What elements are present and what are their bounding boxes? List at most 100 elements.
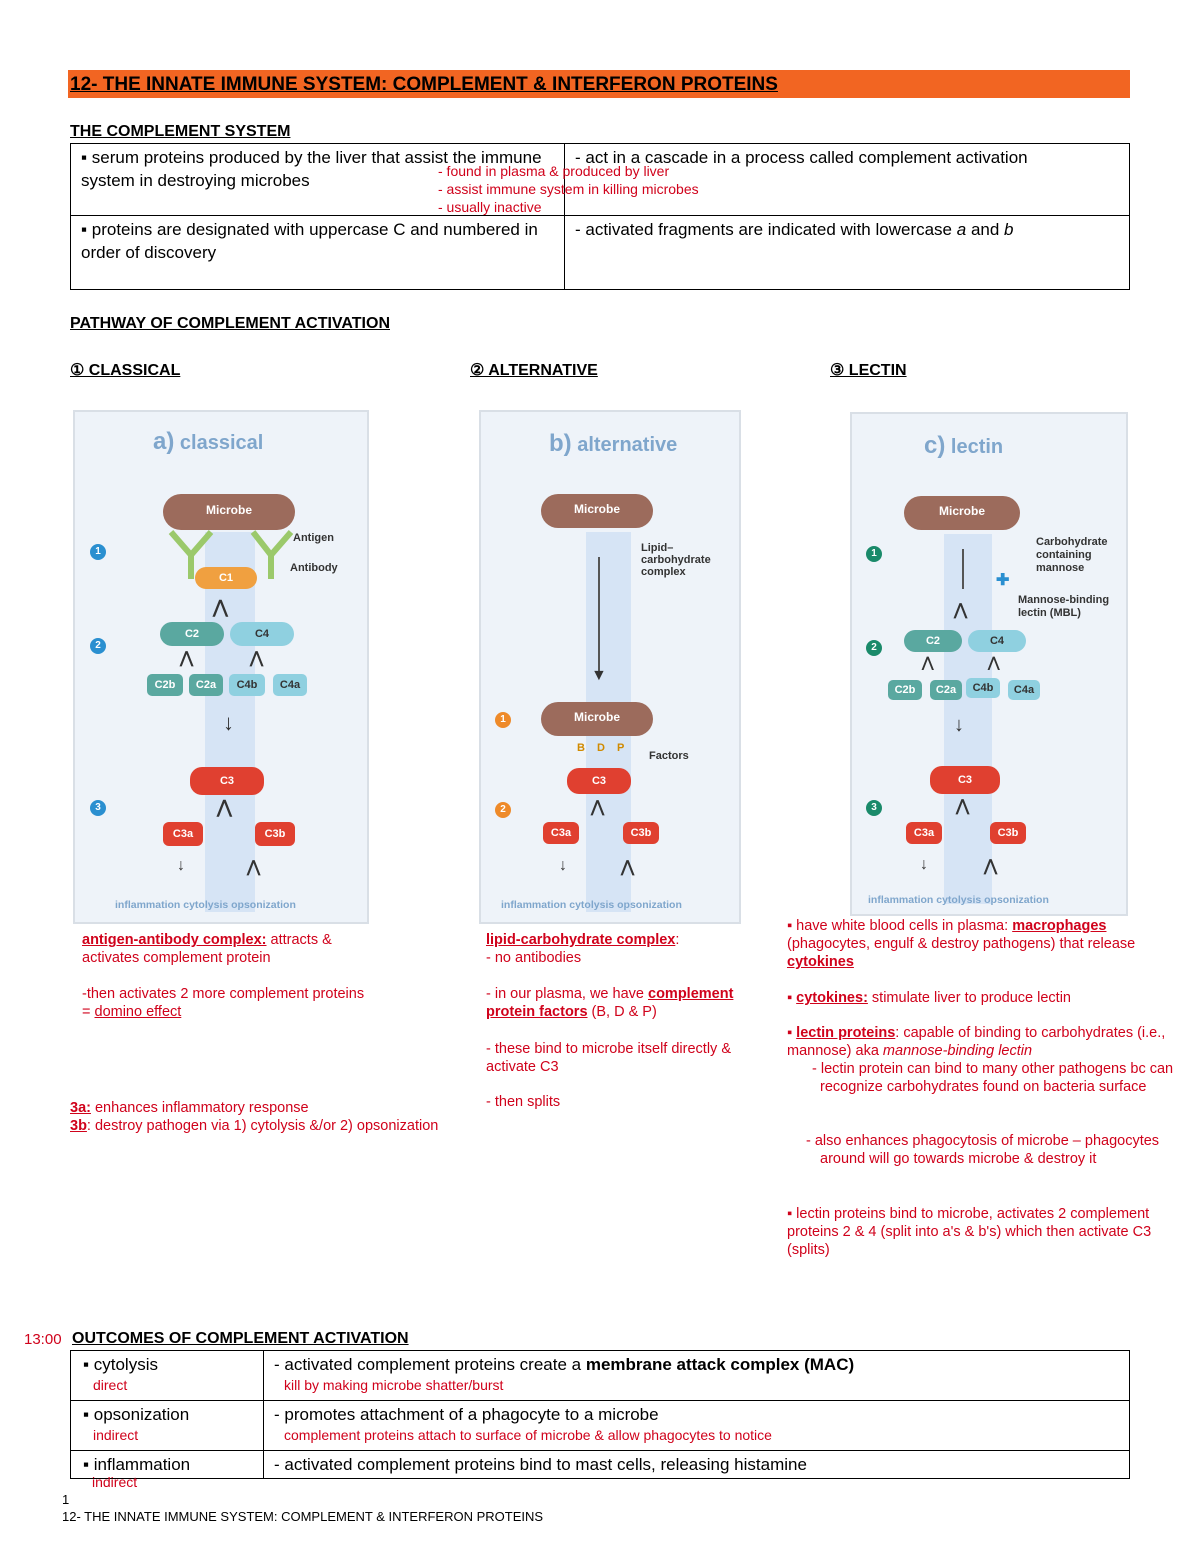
mbl-icon: ✚ xyxy=(996,570,1009,590)
down-arrow-icon: ↓ xyxy=(920,856,928,874)
split-arrow-icon: ⋀ xyxy=(984,856,997,876)
c4-pill: C4 xyxy=(230,622,294,646)
lectin-figure: c) lectin Microbe Carbohydrate containin… xyxy=(850,412,1128,916)
microbe: Microbe xyxy=(904,496,1020,530)
microbe: Microbe xyxy=(163,494,295,530)
pathway-heading: PATHWAY OF COMPLEMENT ACTIVATION xyxy=(70,315,390,333)
factor-d: D xyxy=(597,742,605,754)
inflammation-note: indirect xyxy=(92,1473,137,1491)
step-2: 2 xyxy=(495,802,511,818)
step-2: 2 xyxy=(90,638,106,654)
c3-pill: C3 xyxy=(567,768,631,794)
alternative-notes-2: - in our plasma, we have complement prot… xyxy=(486,985,786,1021)
c4a-pill: C4a xyxy=(273,674,307,696)
outcomes-heading: OUTCOMES OF COMPLEMENT ACTIVATION xyxy=(72,1330,409,1348)
c3a-pill: C3a xyxy=(163,822,203,846)
split-arrow-icon: ⋀ xyxy=(922,654,933,671)
outcome-desc: - activated complement proteins create a… xyxy=(264,1351,1130,1401)
lectin-notes-2: ▪ cytokines: stimulate liver to produce … xyxy=(787,989,1172,1007)
split-arrow-icon: ⋀ xyxy=(250,648,263,668)
c4b-pill: C4b xyxy=(229,674,265,696)
classical-notes-3: = domino effect xyxy=(82,1003,181,1021)
c3a-note: 3a: enhances inflammatory response xyxy=(70,1099,309,1117)
factor-p: P xyxy=(617,742,624,754)
lectin-notes-6: ▪ lectin proteins bind to microbe, activ… xyxy=(787,1205,1172,1259)
lectin-heading: ③ LECTIN xyxy=(830,360,907,380)
lectin-notes-5: - also enhances phagocytosis of microbe … xyxy=(806,1132,1175,1168)
classical-figure-title: a) classical xyxy=(153,428,263,456)
complement-note-2: - assist immune system in killing microb… xyxy=(438,180,699,198)
outcome-name: ▪ opsonizationindirect xyxy=(71,1401,264,1451)
classical-notes-1: antigen-antibody complex: attracts & act… xyxy=(82,931,382,967)
complement-note-3: - usually inactive xyxy=(438,198,542,216)
c4-pill: C4 xyxy=(968,630,1026,652)
alternative-notes-heading: lipid-carbohydrate complex: xyxy=(486,931,679,949)
c3b-pill: C3b xyxy=(255,822,295,846)
outcome-desc: - activated complement proteins bind to … xyxy=(264,1451,1130,1479)
classical-notes-2: -then activates 2 more complement protei… xyxy=(82,985,402,1003)
split-arrow-icon: ⋀ xyxy=(988,654,999,671)
step-3: 3 xyxy=(866,800,882,816)
lectin-notes-3: ▪ lectin proteins: capable of binding to… xyxy=(787,1024,1172,1060)
lectin-glow xyxy=(944,534,992,904)
outcome-desc: - promotes attachment of a phagocyte to … xyxy=(264,1401,1130,1451)
split-arrow-icon: ⋀ xyxy=(217,797,232,818)
c3b-pill: C3b xyxy=(623,822,659,844)
classical-heading: ① CLASSICAL xyxy=(70,360,180,380)
factor-b: B xyxy=(577,742,585,754)
arrow-line xyxy=(598,557,600,677)
lectin-notes-1: ▪ have white blood cells in plasma: macr… xyxy=(787,917,1172,971)
lectin-figure-title: c) lectin xyxy=(924,432,1003,460)
outcome-labels: inflammation cytolysis opsonization xyxy=(501,899,682,911)
split-arrow-icon: ⋀ xyxy=(180,648,193,668)
factors-label: Factors xyxy=(649,750,689,762)
outcome-name: ▪ cytolysisdirect xyxy=(71,1351,264,1401)
page-number: 1 xyxy=(62,1492,69,1507)
mbl-label: Mannose-binding lectin (MBL) xyxy=(1018,594,1109,620)
alternative-notes-1: - no antibodies xyxy=(486,949,581,967)
classical-figure: a) classical Microbe Antigen Antibody C1… xyxy=(73,410,369,924)
down-arrow-icon: ↓ xyxy=(177,857,185,875)
down-arrow-icon: ↓ xyxy=(559,857,567,875)
down-arrow-icon: ▼ xyxy=(591,667,607,685)
carbohydrate-label: Carbohydrate containing mannose xyxy=(1036,536,1108,575)
split-arrow-icon: ⋀ xyxy=(956,796,969,816)
c2a-pill: C2a xyxy=(930,680,962,700)
c2b-pill: C2b xyxy=(147,674,183,696)
microbe: Microbe xyxy=(541,494,653,528)
split-arrow-icon: ⋀ xyxy=(954,600,967,620)
c3b-pill: C3b xyxy=(990,822,1026,844)
c2b-pill: C2b xyxy=(888,680,922,700)
lectin-notes-4: - lectin protein can bind to many other … xyxy=(812,1060,1175,1096)
complement-cell-4: - activated fragments are indicated with… xyxy=(565,216,1130,290)
outcome-labels: inflammation cytolysis opsonization xyxy=(868,894,1049,906)
alternative-figure-title: b) alternative xyxy=(549,430,677,458)
timestamp: 13:00 xyxy=(24,1331,62,1348)
c3b-note: 3b: destroy pathogen via 1) cytolysis &/… xyxy=(70,1117,438,1135)
lipid-complex-label: Lipid– carbohydrate complex xyxy=(641,542,711,578)
arrow-line xyxy=(962,549,964,589)
complement-system-heading: THE COMPLEMENT SYSTEM xyxy=(70,123,290,141)
c4a-pill: C4a xyxy=(1008,680,1040,700)
split-arrow-icon: ⋀ xyxy=(247,857,260,877)
alternative-figure: b) alternative Microbe Lipid– carbohydra… xyxy=(479,410,741,924)
c2a-pill: C2a xyxy=(189,674,223,696)
step-3: 3 xyxy=(90,800,106,816)
down-arrow-icon: ↓ xyxy=(954,714,964,737)
complement-note-1: - found in plasma & produced by liver xyxy=(438,162,669,180)
c2-pill: C2 xyxy=(160,622,224,646)
split-arrow-icon: ⋀ xyxy=(213,597,228,618)
outcome-labels: inflammation cytolysis opsonization xyxy=(115,899,296,911)
split-arrow-icon: ⋀ xyxy=(621,857,634,877)
alternative-notes-3: - these bind to microbe itself directly … xyxy=(486,1040,761,1076)
page-title: 12- THE INNATE IMMUNE SYSTEM: COMPLEMENT… xyxy=(70,74,778,96)
down-arrow-icon: ↓ xyxy=(223,710,234,736)
c4b-pill: C4b xyxy=(966,678,1000,698)
alternative-heading: ② ALTERNATIVE xyxy=(470,360,598,380)
split-arrow-icon: ⋀ xyxy=(591,797,604,817)
step-2: 2 xyxy=(866,640,882,656)
footer-title: 12- THE INNATE IMMUNE SYSTEM: COMPLEMENT… xyxy=(62,1509,543,1524)
c3a-pill: C3a xyxy=(906,822,942,844)
complement-cell-3: ▪ proteins are designated with uppercase… xyxy=(71,216,565,290)
